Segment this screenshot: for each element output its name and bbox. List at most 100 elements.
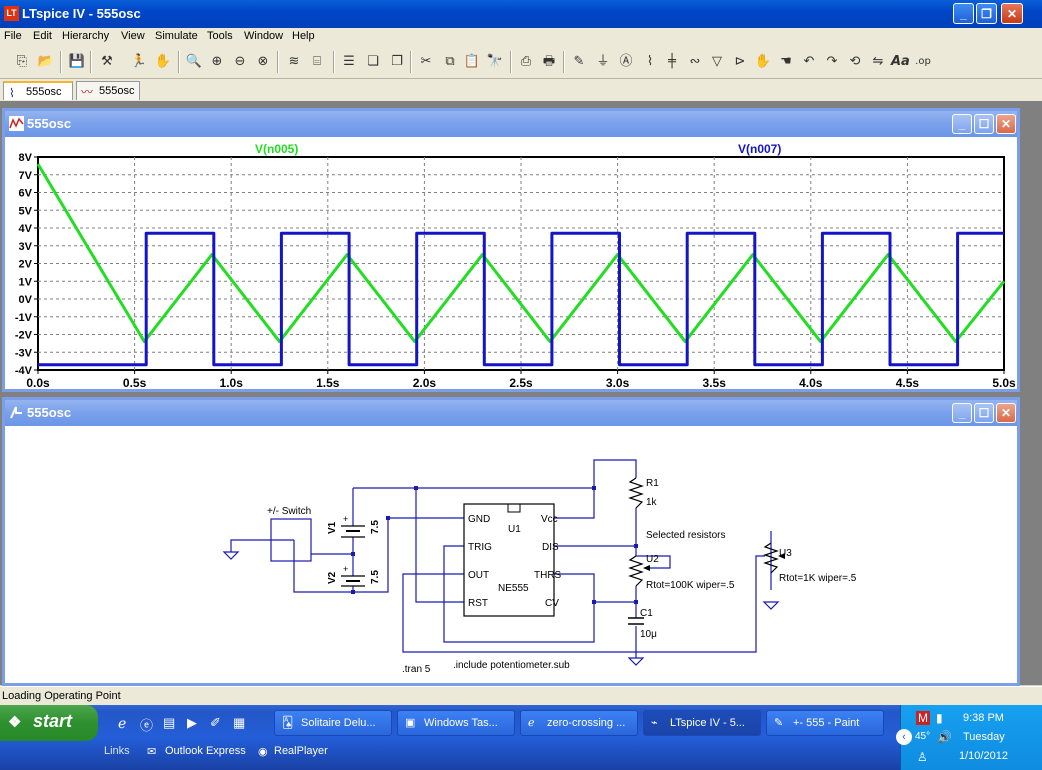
task-solitaire[interactable]: 🂡Solitaire Delu... — [274, 710, 392, 736]
menu-hierarchy[interactable]: Hierarchy — [62, 30, 110, 42]
menu-edit[interactable]: Edit — [33, 30, 52, 42]
tab-schematic[interactable]: ⌇ 555osc — [3, 81, 73, 100]
find-icon[interactable]: 🔭 — [486, 54, 504, 69]
tile-vertical-icon[interactable]: ❐ — [391, 54, 403, 69]
schematic-minimize-button[interactable]: _ — [952, 403, 972, 423]
spice-directive-icon[interactable]: .op — [915, 56, 931, 67]
volume-icon[interactable]: 🔊 — [937, 730, 952, 744]
rotate-icon[interactable]: ⟲ — [849, 54, 861, 69]
minimize-button[interactable]: _ — [953, 3, 974, 24]
schematic-close-button[interactable]: ✕ — [996, 403, 1016, 423]
plot-minimize-button[interactable]: _ — [952, 114, 972, 134]
menu-file[interactable]: File — [4, 30, 22, 42]
quicklaunch-links[interactable]: Links — [104, 745, 130, 757]
ne555-chip[interactable] — [463, 503, 555, 617]
quicklaunch-outlook[interactable]: Outlook Express — [165, 745, 246, 757]
zoom-fit-icon[interactable]: ⊗ — [257, 54, 269, 69]
ie2-icon[interactable]: ⓔ — [140, 718, 154, 733]
resistor-r1[interactable] — [628, 477, 644, 509]
paint-icon[interactable]: ✐ — [210, 715, 221, 730]
trace-vn007[interactable] — [38, 231, 1004, 367]
open-icon[interactable]: 📂 — [37, 54, 55, 69]
y-tick-label: -4V — [15, 365, 33, 377]
mirror-icon[interactable]: ⇋ — [872, 54, 884, 69]
control-panel-icon[interactable]: ⚒ — [101, 54, 113, 69]
autorange-icon[interactable]: ≋ — [288, 54, 300, 69]
draw-wire-icon[interactable]: ✎ — [573, 54, 585, 69]
include-directive[interactable]: .include potentiometer.sub — [453, 660, 570, 671]
print-icon[interactable]: 🖶 — [542, 54, 556, 69]
undo-icon[interactable]: ↶ — [803, 54, 815, 69]
inductor-icon[interactable]: ∾ — [689, 54, 701, 69]
new-schematic-icon[interactable]: ⎘ — [16, 54, 28, 69]
tab-waveform[interactable]: 〰 555osc — [76, 81, 140, 100]
zoom-out-icon[interactable]: ⊖ — [234, 54, 246, 69]
potentiometer-u2[interactable] — [628, 555, 644, 587]
trace-vn005[interactable] — [36, 163, 1006, 344]
task-ltspice[interactable]: ⌁LTspice IV - 5... — [643, 710, 761, 736]
ie-icon[interactable]: ℯ — [118, 715, 127, 731]
menu-view[interactable]: View — [121, 30, 145, 42]
y-tick-label: 6V — [19, 188, 33, 200]
drag-icon[interactable]: ☚ — [780, 54, 792, 69]
resistor-icon[interactable]: ⌇ — [646, 54, 654, 69]
outlook-icon: ✉ — [147, 746, 157, 758]
x-tick-label: 1.0s — [220, 376, 244, 389]
cascade-icon[interactable]: ❏ — [367, 54, 379, 69]
copy-icon[interactable]: ⧉ — [445, 54, 455, 69]
pan-icon[interactable]: ⊕ — [211, 54, 223, 69]
plot-maximize-button[interactable]: ☐ — [974, 114, 994, 134]
v1-label: V1 — [327, 521, 338, 534]
task-paint[interactable]: ✎+- 555 - Paint — [766, 710, 884, 736]
x-tick-label: 1.5s — [316, 376, 340, 389]
r1-value: 1k — [646, 497, 658, 508]
folder-icon[interactable]: ▤ — [163, 715, 176, 730]
schematic-maximize-button[interactable]: ☐ — [974, 403, 994, 423]
redo-icon[interactable]: ↷ — [826, 54, 838, 69]
weather-temp[interactable]: 45° — [915, 731, 931, 742]
zoom-in-icon[interactable]: 🔍 — [185, 54, 203, 69]
capacitor-c1[interactable] — [628, 617, 644, 625]
menu-simulate[interactable]: Simulate — [155, 30, 198, 42]
quicklaunch-realplayer[interactable]: RealPlayer — [274, 745, 328, 757]
run-icon[interactable]: 🏃 — [130, 54, 148, 69]
task-windows-task[interactable]: ▣Windows Tas... — [397, 710, 515, 736]
cut-icon[interactable]: ✂ — [420, 54, 432, 69]
save-icon[interactable]: 💾 — [68, 54, 86, 69]
clock-time[interactable]: 9:38 PM — [963, 712, 1004, 724]
capacitor-icon[interactable]: ╪ — [668, 54, 676, 69]
paint-task-icon: ✎ — [774, 717, 784, 729]
label-net-icon[interactable]: Ⓐ — [619, 54, 633, 69]
tray-expand-icon[interactable]: ‹ — [896, 729, 912, 745]
menu-help[interactable]: Help — [292, 30, 315, 42]
start-button[interactable]: ❖ start — [0, 705, 98, 741]
plot-close-button[interactable]: ✕ — [996, 114, 1016, 134]
user-icon[interactable]: ♙ — [917, 750, 928, 764]
fft-icon[interactable]: ⌸ — [313, 54, 321, 69]
paste-icon[interactable]: 📋 — [463, 54, 481, 69]
diode-icon[interactable]: ▽ — [712, 54, 722, 69]
potentiometer-u3[interactable] — [763, 542, 779, 574]
halt-icon[interactable]: ✋ — [154, 54, 172, 69]
close-button[interactable]: ✕ — [1001, 3, 1023, 24]
tile-horizontal-icon[interactable]: ☰ — [343, 54, 355, 69]
menu-tools[interactable]: Tools — [207, 30, 233, 42]
network-icon[interactable]: ▮ — [936, 711, 943, 725]
photo-icon[interactable]: ▦ — [233, 715, 246, 730]
trace-label-vn007[interactable]: V(n007) — [738, 142, 781, 156]
chip-name: NE555 — [498, 583, 529, 594]
trace-label-vn005[interactable]: V(n005) — [255, 142, 298, 156]
antivirus-icon[interactable]: M — [916, 711, 930, 725]
ground-icon[interactable]: ⏚ — [596, 54, 610, 69]
print-preview-icon[interactable]: ⎙ — [520, 54, 532, 69]
move-icon[interactable]: ✋ — [754, 54, 772, 69]
media-player-icon[interactable]: ▶ — [187, 715, 197, 730]
schematic-canvas[interactable]: +/- Switch + + V1 V2 7.5 7.5 GND Vcc U1 … — [5, 426, 1017, 683]
tran-directive[interactable]: .tran 5 — [402, 664, 431, 675]
menu-window[interactable]: Window — [244, 30, 284, 42]
text-icon[interactable]: Aa — [891, 54, 910, 69]
component-icon[interactable]: ⊳ — [734, 54, 746, 69]
restore-button[interactable]: ❐ — [976, 3, 997, 24]
